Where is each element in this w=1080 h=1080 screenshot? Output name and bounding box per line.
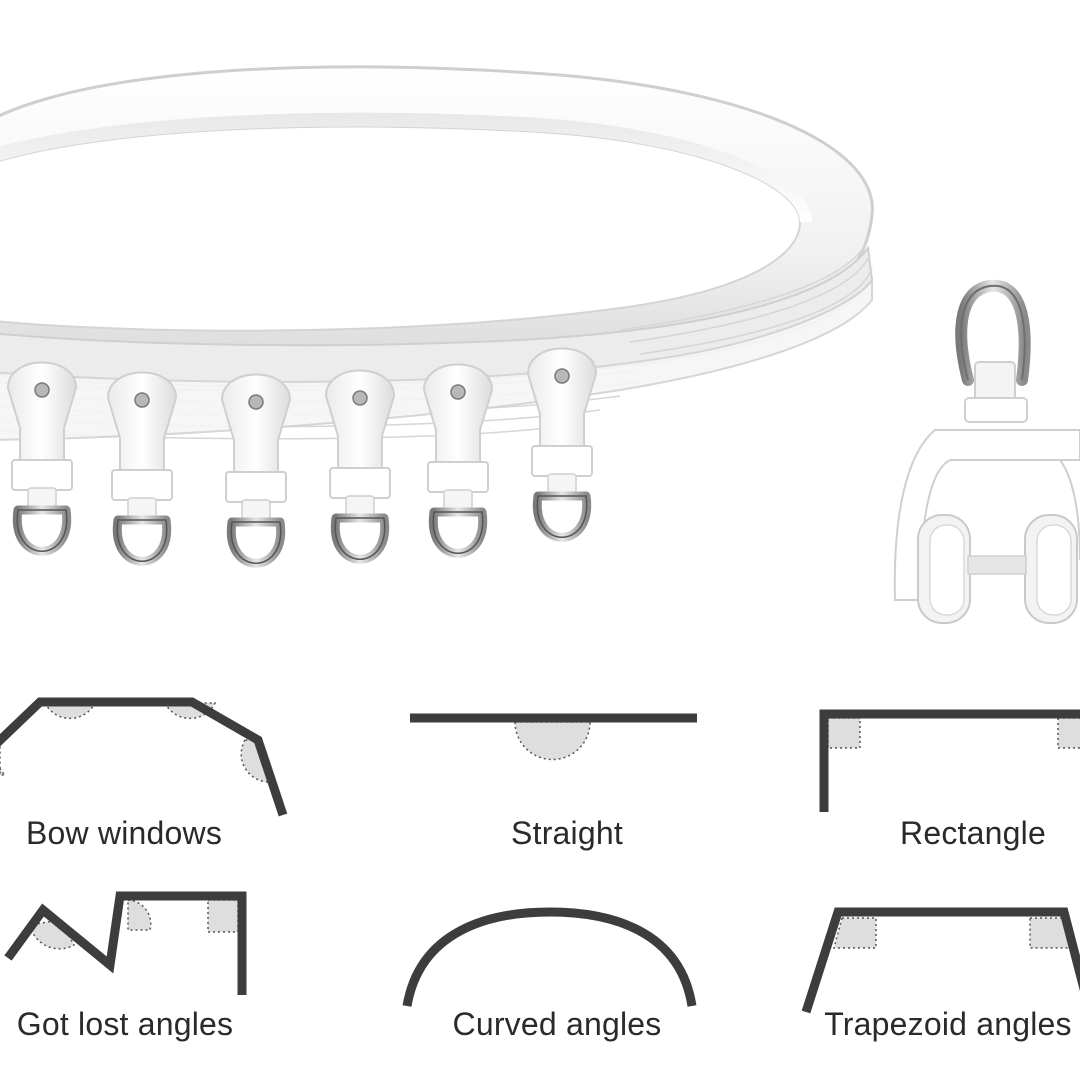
roller-carrier-icon [893,279,1080,624]
shape-label-got-lost-angles: Got lost angles [16,1006,234,1042]
glider-hook-icon [220,373,292,568]
straight-shape-icon [410,713,697,761]
shape-label-bow-windows: Bow windows [25,815,223,851]
bow-window-shape-icon [0,697,288,817]
glider-hook-icon [324,369,396,564]
curved-track-ring-icon [0,65,874,441]
glider-hook-icon [422,363,494,558]
lost-angles-shape-icon [4,891,247,995]
glider-hook-icon [6,347,598,568]
glider-hook-icon [526,347,598,542]
trapezoid-angles-shape-icon [801,907,1080,1014]
shape-label-curved-angles: Curved angles [452,1006,662,1042]
shape-label-rectangle: Rectangle [900,815,1046,851]
glider-hook-icon [106,371,178,566]
glider-hook-icon [6,361,78,556]
shape-label-straight: Straight [511,815,623,851]
rectangle-shape-icon [819,709,1080,812]
curved-angles-shape-icon [402,907,697,1007]
shape-label-trapezoid-angles: Trapezoid angles [824,1006,1072,1042]
